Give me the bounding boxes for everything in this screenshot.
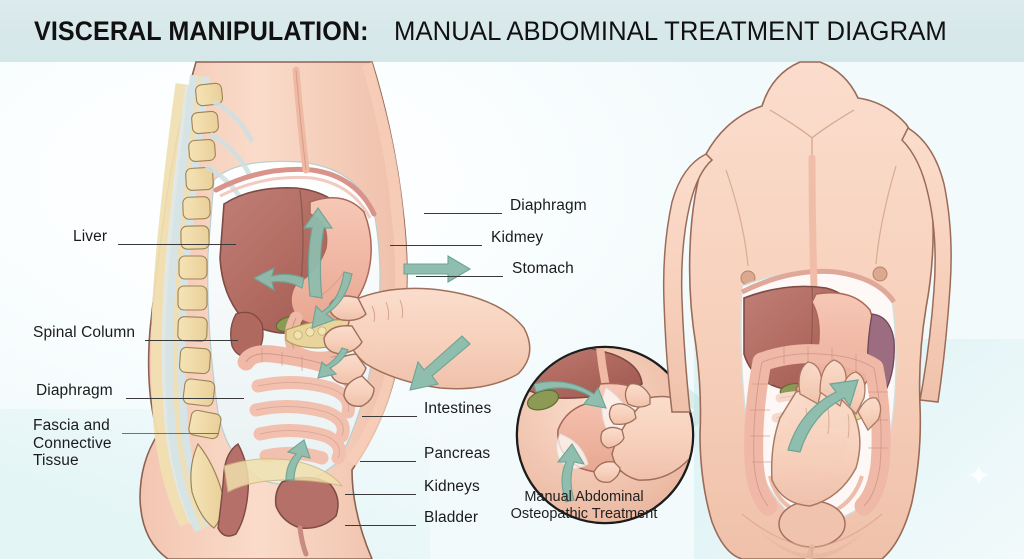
leader-bladder (345, 525, 416, 526)
page-title: VISCERAL MANIPULATION: MANUAL ABDOMINAL … (34, 16, 976, 47)
leader-spinal-column (145, 340, 238, 341)
hand-knuckle-lines (371, 299, 404, 323)
label-intestines: Intestines (424, 400, 492, 417)
practitioner-hand-left (323, 287, 531, 407)
label-fascia: Fascia and Connective Tissue (33, 417, 112, 469)
push-arrow-diagonal (409, 335, 471, 391)
vertebrae (177, 82, 224, 440)
urethra-left (297, 525, 309, 557)
leader-stomach (416, 276, 503, 277)
title-subject: MANUAL ABDOMINAL TREATMENT DIAGRAM (393, 15, 947, 46)
diaphragm-left (213, 166, 377, 217)
label-bladder: Bladder (424, 509, 479, 526)
label-pancreas: Pancreas (424, 445, 491, 462)
label-stomach: Stomach (512, 260, 574, 277)
right-figure-group (662, 61, 952, 559)
label-diaphragm-left: Diaphragm (36, 382, 113, 399)
leader-intestines (362, 416, 417, 417)
label-liver: Liver (73, 228, 108, 245)
sparkle-icon: ✦ (966, 460, 992, 493)
leader-diaphragm-right (424, 213, 502, 214)
inset-circle-group (515, 345, 695, 525)
clavicle-lines (769, 109, 855, 154)
spinal-column (165, 74, 224, 533)
label-kidneys: Kidneys (424, 478, 480, 495)
right-arm-right (901, 126, 952, 403)
header-bar: VISCERAL MANIPULATION: MANUAL ABDOMINAL … (0, 0, 1024, 62)
fascia-band (150, 83, 192, 527)
leader-kidney (390, 245, 482, 246)
colon-haustra-right (750, 346, 888, 463)
colon-right-outline (753, 353, 882, 507)
inset-caption: Manual Abdominal Osteopathic Treatment (464, 489, 704, 523)
title-emphasis: VISCERAL MANIPULATION: (34, 15, 369, 46)
nipple-right (872, 266, 888, 282)
leader-pancreas (360, 461, 416, 462)
push-arrow-horizontal (403, 255, 472, 283)
anatomy-artwork (139, 61, 952, 559)
label-spinal-column: Spinal Column (33, 324, 136, 341)
diaphragm-left-inner (219, 175, 372, 219)
leader-liver (118, 244, 236, 245)
pelvic-fat (223, 458, 344, 493)
right-arm-left (662, 153, 714, 413)
esophagus-right (808, 154, 818, 290)
inset-caption-line1: Manual Abdominal (524, 489, 644, 505)
inset-caption-line2: Osteopathic Treatment (510, 506, 658, 522)
label-diaphragm-right: Diaphragm (510, 197, 587, 214)
bladder-right (778, 500, 846, 548)
left-figure-group (139, 61, 531, 559)
illustration-canvas: Liver Spinal Column Diaphragm Fascia and… (0, 61, 1024, 559)
leader-fascia (122, 433, 218, 434)
treatment-arrows-left (252, 206, 353, 481)
leader-diaphragm-left (126, 398, 244, 399)
diaphragm-right (740, 268, 897, 304)
label-kidney: Kidmey (491, 229, 544, 246)
leader-kidneys (345, 494, 416, 495)
treatment-arrow-right (787, 379, 859, 453)
